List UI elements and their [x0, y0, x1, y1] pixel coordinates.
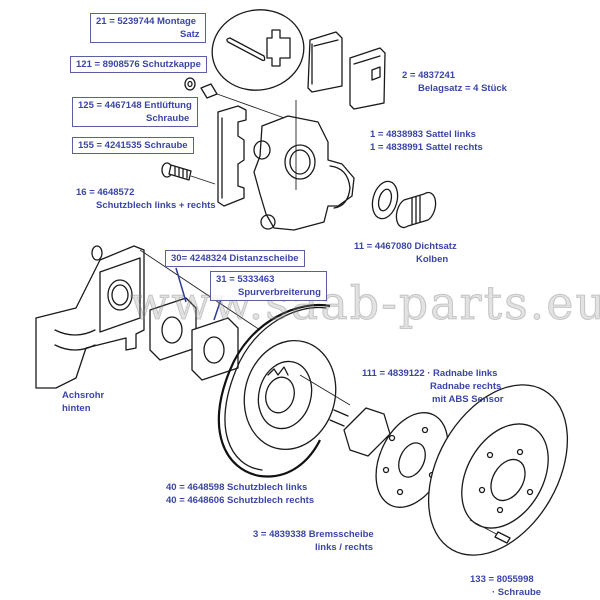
label-part-121: 121 = 8908576 Schutzkappe — [70, 56, 207, 73]
label-part-111: 111 = 4839122 · Radnabe links Radnabe re… — [362, 368, 504, 405]
caliper-bracket-part — [217, 105, 247, 207]
brake-disc-part — [427, 384, 569, 556]
backing-plate-part — [217, 303, 337, 478]
label-part-40: 40 = 4648598 Schutzblech links 40 = 4648… — [166, 482, 315, 506]
spacer-plates-part — [139, 249, 261, 381]
piston-seal-part — [371, 180, 437, 229]
leader-line-30 — [175, 267, 187, 303]
label-part-125: 125 = 4467148 Entlüftung Schraube — [72, 97, 198, 127]
caliper-bolt-part — [161, 162, 216, 185]
label-part-1: 1 = 4838983 Sattel links 1 = 4838991 Sat… — [370, 129, 483, 153]
axle-tube-part — [35, 245, 145, 389]
label-part-30: 30= 4248324 Distanzscheibe — [165, 250, 305, 267]
label-part-133: 133 = 8055998 · Schraube — [470, 574, 542, 598]
label-part-155: 155 = 4241535 Schraube — [72, 137, 194, 154]
mounting-kit-part — [211, 9, 305, 91]
label-axle-tube: Achsrohr hinten — [62, 390, 105, 414]
label-part-16: 16 = 4648572 Schutzblech links + rechts — [76, 187, 216, 211]
label-part-3: 3 = 4839338 Bremsscheibe links / rechts — [253, 529, 374, 553]
brake-pads-part — [307, 31, 386, 110]
watermark: www.saab-parts.eu — [129, 276, 600, 331]
bleeder-screw-part — [184, 77, 291, 121]
brake-caliper-part — [253, 100, 355, 231]
label-part-31: 31 = 5333463 Spurverbreiterung — [210, 271, 327, 301]
label-part-11: 11 = 4467080 Dichtsatz Kolben — [354, 241, 457, 265]
label-part-21: 21 = 5239744 Montage Satz — [90, 13, 206, 43]
label-part-2: 2 = 4837241 Belagsatz = 4 Stück — [402, 70, 507, 94]
